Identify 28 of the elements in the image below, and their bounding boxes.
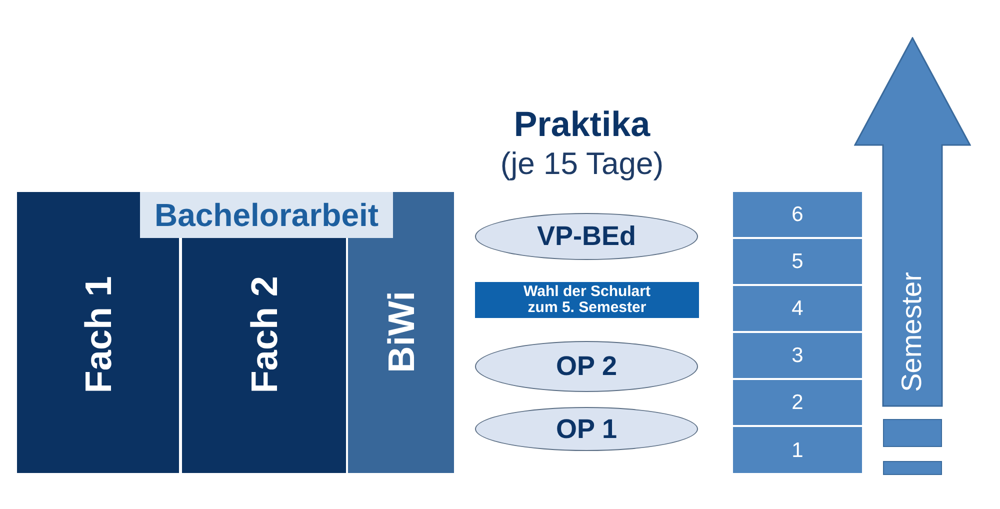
semester-number: 1	[792, 440, 804, 460]
tail-bar	[883, 461, 942, 475]
semester-block	[733, 333, 862, 378]
subject-column	[182, 238, 346, 473]
note-banner	[475, 282, 699, 318]
column-heading: Praktika	[514, 106, 650, 144]
semester-number: 5	[792, 251, 804, 272]
semester-block	[733, 380, 862, 425]
column-label: Fach 2	[246, 276, 282, 394]
tail-bar	[883, 419, 942, 447]
banner-label: Wahl der Schulart zum 5. Semester	[522, 284, 652, 316]
column-label: BiWi	[382, 291, 420, 373]
semester-block	[733, 427, 862, 473]
column-label: Fach 1	[80, 276, 116, 394]
arrow-label: Semester	[898, 272, 926, 392]
semester-block	[733, 286, 862, 331]
thesis-banner	[140, 192, 393, 238]
heading-note: (je 15 Tage)	[500, 146, 664, 182]
semester-block	[733, 192, 862, 237]
ellipse-label: OP 1	[556, 416, 618, 442]
ellipse-label: OP 2	[556, 353, 618, 380]
semester-number: 2	[792, 392, 804, 413]
semester-number: 4	[792, 298, 804, 319]
semester-block	[733, 239, 862, 284]
banner-label: Bachelorarbeit	[154, 199, 379, 231]
semester-number: 6	[792, 204, 804, 225]
semester-number: 3	[792, 345, 804, 366]
ellipse-label: VP-BEd	[536, 223, 636, 250]
